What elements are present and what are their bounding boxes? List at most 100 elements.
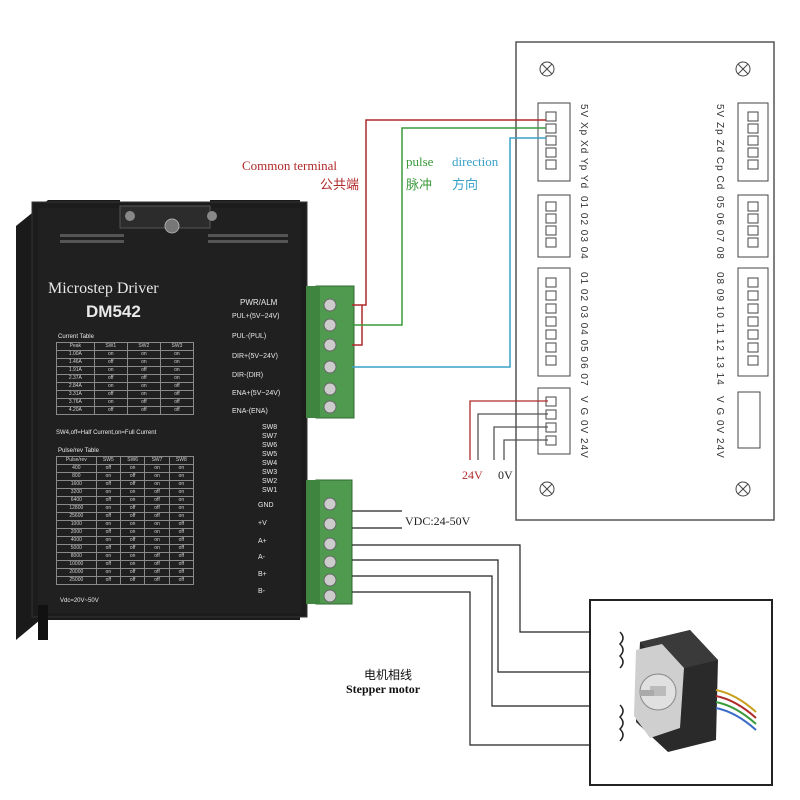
board-label-left-3: 01 02 03 04 05 06 07 [578, 272, 589, 387]
terminal-label-b-plus: B+ [258, 571, 267, 578]
current-table-cell: on [126, 382, 161, 391]
pulse-table-cell: 8000 [56, 552, 97, 561]
pulse-table-title: Pulse/rev Table [58, 448, 99, 454]
current-table-cell: on [126, 350, 161, 359]
current-table-cell: 4.20A [56, 406, 95, 415]
pulse-table-cell: on [119, 560, 146, 569]
pulse-table-cell: on [119, 552, 146, 561]
common-wire [352, 119, 546, 306]
common-terminal-label-zh: 公共端 [320, 177, 360, 192]
current-table-cell: on [126, 358, 161, 367]
pulse-table-header-cell: SW8 [168, 456, 195, 465]
terminal-label-ena-plus: ENA+(5V~24V) [232, 390, 281, 397]
switch-label-sw5: SW5 [262, 451, 278, 458]
pulse-table-cell: on [95, 472, 122, 481]
current-table-cell: off [93, 406, 128, 415]
current-table-cell: on [159, 374, 195, 383]
pulse-table-cell: on [144, 472, 170, 481]
current-table-header-cell: SW3 [159, 342, 195, 351]
pulse-table-cell: off [95, 496, 122, 505]
pulse-table-cell: 2000 [56, 528, 97, 537]
pulse-table-cell: off [95, 528, 122, 537]
pulse-wire [352, 127, 546, 326]
pulse-table-cell: on [168, 504, 195, 513]
supply-24v-wire [469, 400, 548, 460]
common-terminal-label: Common terminal [242, 158, 337, 173]
pulse-table-cell: off [144, 576, 170, 585]
current-table-cell: on [159, 358, 195, 367]
pulse-table-cell: off [168, 552, 195, 561]
pulse-table-cell: on [95, 488, 122, 497]
pulse-table-cell: off [144, 504, 170, 513]
pulse-label-zh: 脉冲 [406, 177, 433, 192]
pulse-table-cell: on [95, 536, 122, 545]
motor-phase-label-zh: 电机相线 [364, 668, 413, 682]
current-table-cell: on [126, 390, 161, 399]
current-table-cell: on [159, 366, 195, 375]
current-table-cell: on [93, 398, 128, 407]
current-table-cell: on [93, 366, 128, 375]
current-table-title: Current Table [58, 334, 94, 340]
pulse-table-cell: off [119, 544, 146, 553]
pulse-table-cell: 1000 [56, 520, 97, 529]
supply-g-wire [493, 426, 548, 460]
current-table-cell: on [93, 382, 128, 391]
stepper-motor-illustration [634, 630, 757, 752]
power-terminal-block [306, 479, 353, 605]
pulse-table-cell: 20000 [56, 568, 97, 577]
pulse-table-cell: off [95, 544, 122, 553]
current-table-cell: off [159, 382, 195, 391]
pulse-table-cell: on [119, 488, 146, 497]
pulse-table-cell: off [144, 552, 170, 561]
terminal-label-dir-plus: DIR+(5V~24V) [232, 353, 278, 360]
pulse-table-cell: off [95, 576, 122, 585]
driver-model: DM542 [86, 302, 141, 321]
common-wire-jumper [352, 305, 363, 346]
pulse-table-header-cell: SW5 [95, 456, 122, 465]
terminal-label-a-minus: A- [258, 554, 265, 561]
current-table-cell: off [159, 398, 195, 407]
pulse-table-cell: off [144, 560, 170, 569]
pulse-table-cell: on [144, 464, 170, 473]
pulse-table-cell: on [144, 480, 170, 489]
pulse-table-cell: off [95, 464, 122, 473]
switch-label-sw6: SW6 [262, 442, 278, 449]
connector-block-08-14 [737, 267, 769, 377]
pulse-table-cell: on [95, 568, 122, 577]
pulse-table-cell: off [168, 560, 195, 569]
current-table-cell: off [126, 406, 161, 415]
switch-label-sw4: SW4 [262, 460, 278, 467]
pulse-table-cell: on [144, 520, 170, 529]
board-label-right-3: 08 09 10 11 12 13 14 [714, 272, 725, 386]
pulse-table-header-cell: Pulse/rev [56, 456, 97, 465]
pulse-table-cell: off [168, 568, 195, 577]
current-table-header-cell: SW1 [93, 342, 128, 351]
pulse-table-cell: off [119, 472, 146, 481]
supply-note: Vdc=20V~50V [60, 598, 99, 604]
pulse-table-cell: off [168, 576, 195, 585]
pulse-table-cell: off [95, 480, 122, 489]
pulse-table-cell: on [144, 536, 170, 545]
pulse-table-cell: 4000 [56, 536, 97, 545]
pulse-label: pulse [406, 154, 434, 169]
pulse-table-cell: 10000 [56, 560, 97, 569]
driver-title: Microstep Driver [48, 280, 159, 297]
